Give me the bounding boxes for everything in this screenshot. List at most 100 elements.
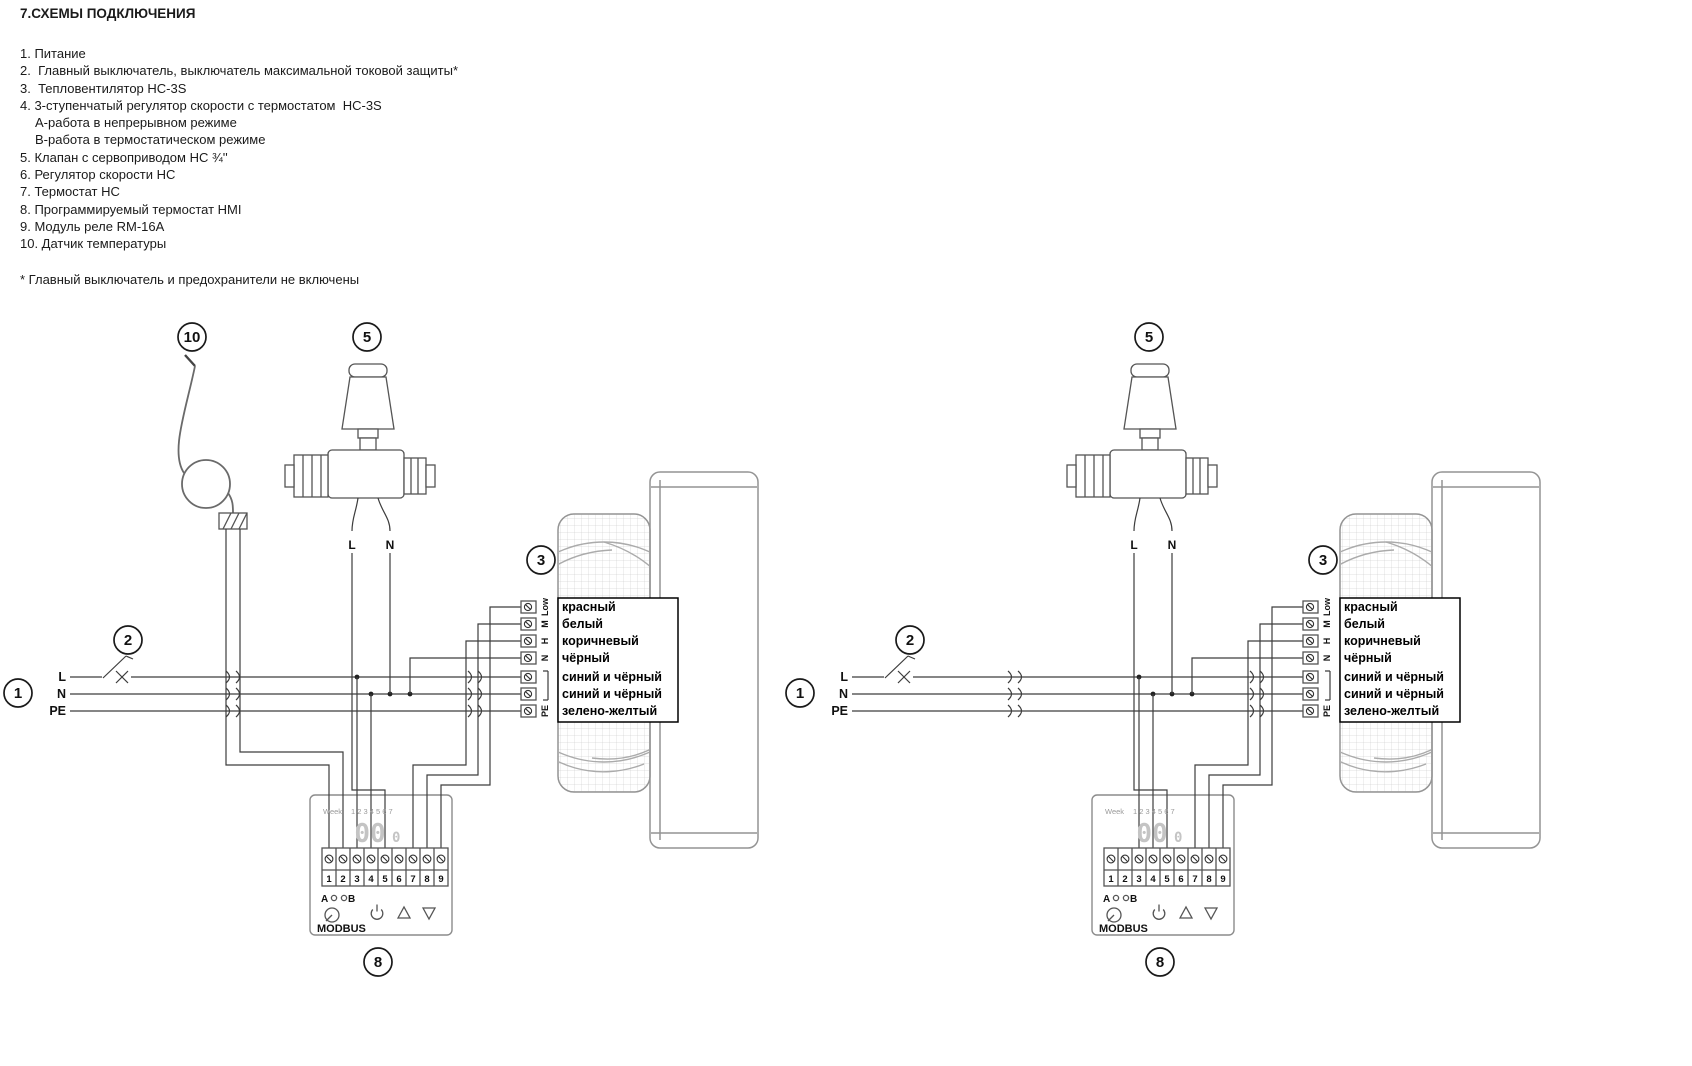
- wiring-diagram-left: L N PE: [3, 322, 759, 977]
- wire-color-red: красный: [1344, 600, 1398, 614]
- sensor-group: 10: [177, 322, 344, 852]
- svg-text:3: 3: [354, 874, 359, 885]
- wire-color-white: белый: [562, 617, 603, 631]
- legend-item-5: 5. Клапан с сервоприводом HC ¾'': [20, 149, 228, 165]
- paired-wires-bracket: [543, 670, 549, 701]
- svg-text:6: 6: [396, 874, 401, 885]
- sensor-probe: [184, 354, 196, 367]
- badge-sensor: 10: [177, 322, 207, 352]
- svg-text:2: 2: [906, 632, 914, 649]
- modbus-label: MODBUS: [1099, 923, 1148, 935]
- thermostat-b-label: B: [348, 894, 355, 905]
- svg-text:7: 7: [410, 874, 415, 885]
- power-icon: [1152, 904, 1166, 920]
- arrow-down-icon: [1203, 907, 1219, 921]
- svg-text:5: 5: [363, 329, 371, 346]
- breaker-symbol: [884, 655, 916, 684]
- svg-text:8: 8: [374, 954, 382, 971]
- svg-text:1: 1: [14, 685, 22, 702]
- wiring-diagram-right: L N PE: [785, 322, 1541, 977]
- fan-terminal-label-h: H: [1322, 638, 1332, 645]
- svg-text:9: 9: [438, 874, 443, 885]
- legend-item-6: 6. Регулятор скорости HC: [20, 167, 176, 183]
- a-terminal-dot: [330, 894, 338, 902]
- badge-heater: 3: [1308, 545, 1338, 575]
- legend-item-4b: B-работа в термостатическом режиме: [35, 132, 266, 148]
- thermostat-terminal-strip: 1 2 3 4 5 6 7 8 9: [1103, 847, 1231, 887]
- svg-text:10: 10: [184, 329, 201, 346]
- breaker-symbol: [102, 655, 134, 684]
- fan-terminal-label-n: N: [540, 655, 550, 662]
- svg-text:1: 1: [326, 874, 332, 885]
- svg-text:8: 8: [1206, 874, 1211, 885]
- badge-valve: 5: [1134, 322, 1164, 352]
- wires-group: [1133, 553, 1303, 852]
- power-label-n: N: [839, 687, 848, 701]
- wire-color-white: белый: [1344, 617, 1385, 631]
- wire-color-greenyellow: зелено-желтый: [1344, 704, 1439, 718]
- badge-thermostat: 8: [363, 947, 393, 977]
- wire-color-bluebl1: синий и чёрный: [1344, 670, 1444, 684]
- svg-text:8: 8: [1156, 954, 1164, 971]
- legend-item-9: 9. Модуль реле RM-16A: [20, 218, 165, 234]
- thermostat-a-label: A: [1103, 894, 1110, 905]
- thermostat-group: Week 1 2 3 4 5 6 7 00 0: [317, 807, 449, 935]
- power-label-n: N: [57, 687, 66, 701]
- header-block: 7.СХЕМЫ ПОДКЛЮЧЕНИЯ 1. Питание 2. Главны…: [20, 6, 720, 287]
- badge-thermostat: 8: [1145, 947, 1175, 977]
- legend-item-4: 4. 3-ступенчатый регулятор скорости с те…: [20, 97, 382, 113]
- arrow-up-icon: [1178, 905, 1194, 919]
- fan-terminal-label-low: Low: [540, 597, 550, 616]
- wire-color-brown: коричневый: [562, 634, 639, 648]
- wire-color-bluebl1: синий и чёрный: [562, 670, 662, 684]
- valve-wire-label-l: L: [348, 538, 355, 552]
- valve-wire-label-n: N: [386, 538, 395, 552]
- arrow-up-icon: [396, 905, 412, 919]
- valve-group: L N 5: [1066, 322, 1218, 552]
- legend-item-4a: A-работа в непрерывном режиме: [35, 115, 237, 131]
- thermostat-week-days: 1 2 3 4 5 6 7: [351, 807, 393, 816]
- power-label-pe: PE: [49, 704, 66, 718]
- valve-group: L N 5: [284, 322, 436, 552]
- valve-wire-label-l: L: [1130, 538, 1137, 552]
- badge-heater: 3: [526, 545, 556, 575]
- svg-text:8: 8: [424, 874, 429, 885]
- knob-icon: [324, 907, 340, 923]
- power-lines-group: L N PE: [831, 655, 1303, 718]
- fan-terminal-label-h: H: [540, 638, 550, 645]
- svg-text:2: 2: [1122, 874, 1127, 885]
- legend-item-8: 8. Программируемый термостат HMI: [20, 201, 242, 217]
- thermostat-group: Week 1 2 3 4 5 6 7 00 0: [1099, 807, 1231, 935]
- terminal-screws: [520, 600, 537, 718]
- svg-text:3: 3: [537, 552, 545, 569]
- svg-text:7: 7: [1192, 874, 1197, 885]
- arrow-down-icon: [421, 907, 437, 921]
- thermostat-week-label: Week: [323, 807, 342, 816]
- wire-color-box: красный белый коричневый чёрный синий и …: [1339, 597, 1461, 723]
- svg-text:3: 3: [1136, 874, 1141, 885]
- badge-breaker: 2: [895, 625, 925, 655]
- svg-text:5: 5: [382, 874, 388, 885]
- thermostat-display-main: 00: [1136, 819, 1167, 849]
- svg-text:4: 4: [368, 874, 374, 885]
- svg-text:3: 3: [1319, 552, 1327, 569]
- svg-text:2: 2: [124, 632, 132, 649]
- wire-color-box: красный белый коричневый чёрный синий и …: [557, 597, 679, 723]
- legend-item-2: 2. Главный выключатель, выключатель макс…: [20, 63, 459, 79]
- thermostat-a-label: A: [321, 894, 328, 905]
- fan-terminal-block: Low M H N PE 3: [1302, 545, 1338, 718]
- badge-power: 1: [785, 678, 815, 708]
- wire-color-red: красный: [562, 600, 616, 614]
- fan-terminal-label-pe: PE: [1322, 705, 1332, 717]
- fan-terminal-label-pe: PE: [540, 705, 550, 717]
- wire-color-bluebl2: синий и чёрный: [1344, 687, 1444, 701]
- svg-text:1: 1: [1108, 874, 1114, 885]
- paired-wires-bracket: [1325, 670, 1331, 701]
- b-terminal-dot: [1122, 894, 1130, 902]
- power-label-l: L: [58, 670, 66, 684]
- fan-terminal-label-m: M: [1322, 620, 1332, 628]
- a-terminal-dot: [1112, 894, 1120, 902]
- fan-terminal-label-m: M: [540, 620, 550, 628]
- wire-color-black: чёрный: [1344, 651, 1392, 665]
